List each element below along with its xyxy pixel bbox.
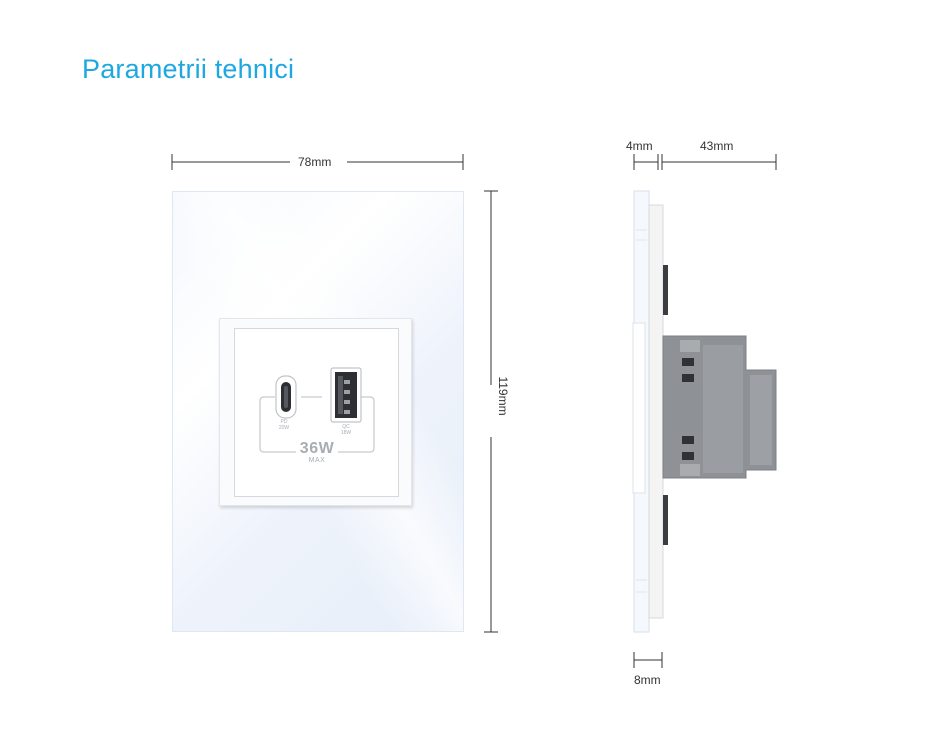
- outline-left: [259, 396, 296, 453]
- frame-thickness-label: 8mm: [634, 673, 661, 687]
- usb-a-spec-line2: 18W: [340, 430, 352, 436]
- power-rating-value: 36W: [299, 440, 335, 457]
- side-mount-frame: [648, 204, 664, 619]
- power-rating: 36W MAX: [296, 441, 338, 465]
- page-title: Parametrii tehnici: [82, 54, 295, 84]
- glass-thickness-label: 4mm: [626, 139, 653, 153]
- side-mech-end: [750, 375, 772, 465]
- front-width-label: 78mm: [298, 155, 332, 169]
- outline-right: [338, 396, 375, 453]
- side-module-face: [632, 322, 646, 494]
- side-clip-top: [663, 265, 668, 315]
- side-mech-slot-2: [680, 464, 700, 476]
- usb-a-spec-line1: QC: [342, 424, 350, 430]
- usb-module: [219, 318, 412, 506]
- usb-c-port-icon: [275, 375, 297, 419]
- usb-c-spec-line1: PD: [280, 419, 288, 425]
- side-mech-hole-4: [682, 452, 694, 460]
- depth-label: 43mm: [700, 139, 734, 153]
- usb-module-frame: [234, 328, 399, 497]
- side-mech-hole-1: [682, 358, 694, 366]
- side-mech-panel: [703, 345, 743, 473]
- power-rating-sub: MAX: [308, 457, 326, 464]
- usb-c-spec: PD 20W: [274, 419, 294, 431]
- side-mech-hole-3: [682, 436, 694, 444]
- side-mech-hole-2: [682, 374, 694, 382]
- side-clip-bottom: [663, 495, 668, 545]
- usb-a-port-icon: [330, 367, 362, 423]
- usb-c-spec-line2: 20W: [278, 425, 290, 431]
- usb-a-spec: QC 18W: [336, 424, 356, 436]
- side-mech-slot-1: [680, 340, 700, 352]
